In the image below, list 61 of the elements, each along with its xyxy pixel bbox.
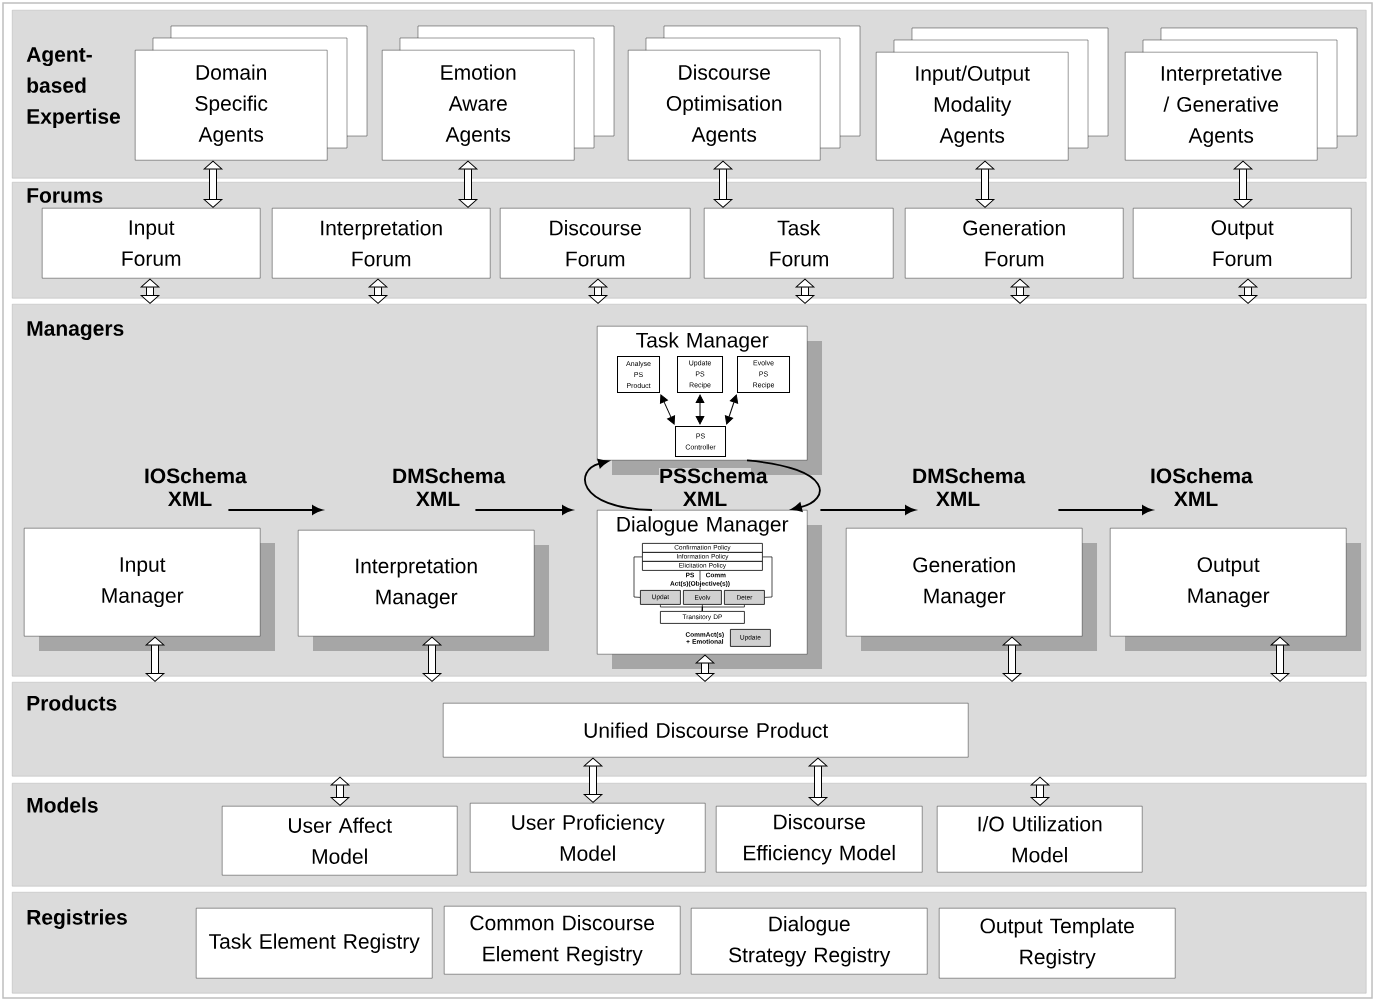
component-box: Output Forum: [1133, 208, 1352, 279]
connector-line: [633, 556, 643, 598]
manager-box: Output Manager: [1110, 528, 1361, 651]
component-box: Discourse Efficiency Model: [716, 806, 923, 873]
component-box: User Affect Model: [222, 806, 458, 876]
arrow: [140, 278, 160, 304]
stacked-agent-box: Input/Output Modality Agents: [876, 27, 1109, 161]
arrow: [203, 160, 223, 208]
arrow: [588, 278, 608, 304]
component-box: Unified Discourse Product: [443, 703, 969, 758]
connector-line: [701, 604, 745, 612]
arrow: [145, 636, 165, 682]
arrow: [474, 505, 573, 515]
edge-label: DMSchema XML: [392, 467, 506, 507]
arrow: [422, 636, 442, 682]
connector-line: [701, 604, 703, 612]
arrow: [330, 776, 350, 806]
arrow: [746, 459, 821, 512]
arrow: [458, 160, 478, 208]
edge-label: IOSchema XML: [144, 467, 247, 507]
component-box: Task Forum: [704, 208, 894, 279]
component-box: Output Template Registry: [939, 908, 1176, 979]
component-box: Common Discourse Element Registry: [444, 906, 681, 975]
arrow: [975, 160, 995, 208]
arrow: [227, 505, 323, 515]
component-box: Input Forum: [42, 208, 261, 279]
stacked-agent-box: Discourse Optimisation Agents: [628, 25, 861, 161]
manager-box: Interpretation Manager: [298, 530, 549, 651]
arrow: [1002, 636, 1022, 682]
component-box: Generation Forum: [905, 208, 1124, 279]
arrow: [1270, 636, 1290, 682]
arrow: [819, 505, 916, 515]
edge-label: IOSchema XML: [1150, 467, 1253, 507]
arrow: [659, 394, 676, 425]
component-box: Interpretation Forum: [272, 208, 491, 279]
edge-label: DMSchema XML: [912, 467, 1026, 507]
arrow: [583, 757, 603, 803]
component-box: I/O Utilization Model: [937, 806, 1143, 873]
arrow: [1030, 776, 1050, 806]
stacked-agent-box: Emotion Aware Agents: [382, 25, 615, 161]
component-box: Task Element Registry: [196, 908, 433, 979]
arrow: [1233, 160, 1253, 208]
component-box: User Proficiency Model: [470, 803, 706, 873]
arrow: [1238, 278, 1258, 304]
component-box: Discourse Forum: [500, 208, 691, 279]
arrow: [1057, 505, 1153, 515]
arrow: [713, 160, 733, 208]
stacked-agent-box: Domain Specific Agents: [135, 25, 368, 161]
arrow: [724, 394, 739, 425]
arrow: [695, 654, 715, 682]
stacked-agent-box: Interpretative / Generative Agents: [1125, 27, 1358, 161]
component-box: Dialogue Strategy Registry: [691, 908, 928, 975]
arrow: [368, 278, 388, 304]
arrow: [695, 394, 705, 425]
arrow: [808, 757, 828, 806]
manager-box: Generation Manager: [846, 528, 1097, 651]
arrow: [795, 278, 815, 304]
arrow: [584, 458, 653, 511]
arrow: [1010, 278, 1030, 304]
manager-box: Input Manager: [24, 528, 275, 651]
connector-line: [762, 556, 773, 598]
